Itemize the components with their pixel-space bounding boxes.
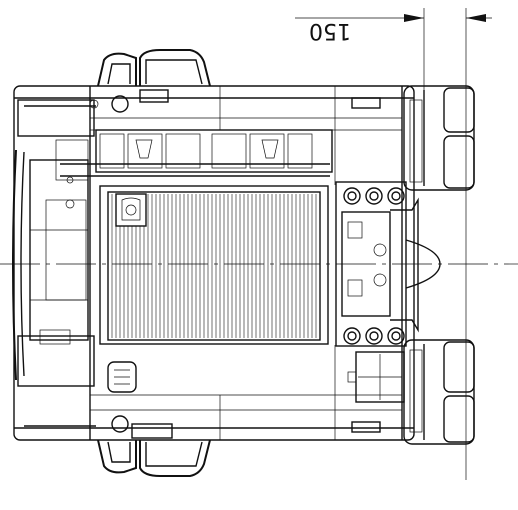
nameplate xyxy=(107,361,137,393)
upper-compartments xyxy=(60,129,333,177)
top-handhold xyxy=(97,49,211,87)
chassis xyxy=(13,85,415,441)
hydraulic-block xyxy=(335,181,441,347)
dimension-annotation: 150 xyxy=(295,8,492,480)
track-assemblies xyxy=(403,85,475,445)
lights xyxy=(24,89,173,439)
rear-panel xyxy=(347,97,405,433)
dimension-value: 150 xyxy=(309,18,351,43)
radiator-grille xyxy=(99,185,329,345)
bottom-handhold xyxy=(97,439,211,477)
cab-area xyxy=(12,99,95,387)
